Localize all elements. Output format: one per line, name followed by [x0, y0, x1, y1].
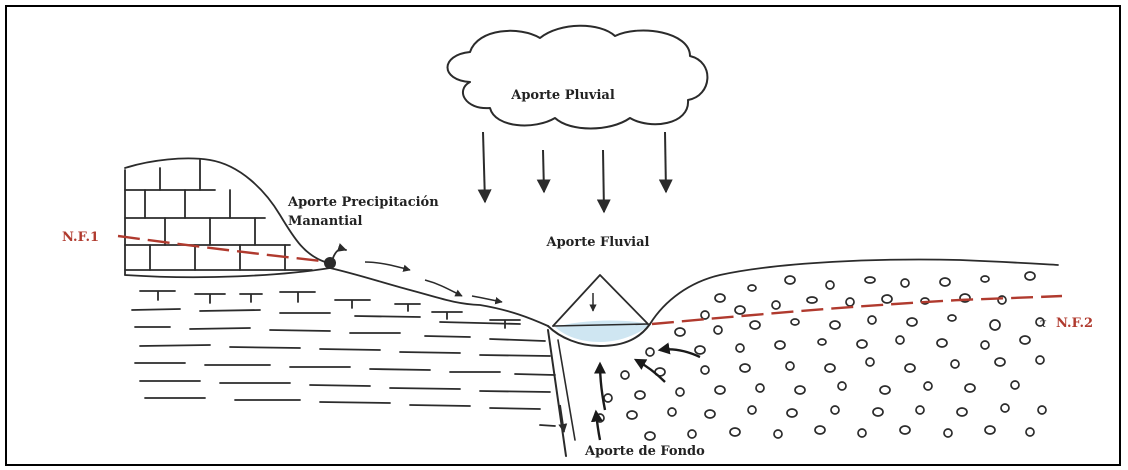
rain-arrows — [483, 132, 666, 212]
fault-line — [548, 330, 566, 456]
rain-arrow — [483, 132, 485, 202]
water-table-2 — [652, 296, 1062, 324]
spring-marker — [324, 249, 346, 269]
rain-arrow — [665, 132, 666, 192]
shale-dashes — [132, 309, 555, 426]
nf2-marker: τ — [1040, 316, 1047, 330]
fault-line-2 — [558, 340, 575, 440]
cloud-shape — [448, 26, 708, 129]
rain-arrow — [603, 150, 604, 212]
rain-arrow — [543, 150, 544, 192]
spring-label-line2: Manantial — [288, 214, 363, 229]
right-ground-surface — [650, 260, 1058, 324]
river-triangle — [553, 275, 648, 326]
groundwater-arrows — [596, 349, 700, 440]
nf2-label: N.F.2 — [1056, 316, 1093, 331]
river-label: Aporte Fluvial — [546, 235, 650, 250]
rain-label: Aporte Pluvial — [510, 88, 615, 103]
gravel-pebbles — [596, 272, 1046, 440]
bottom-label: Aporte de Fondo — [584, 444, 705, 459]
spring-label-line1: Aporte Precipitación — [287, 195, 439, 210]
nf1-label: N.F.1 — [62, 230, 99, 245]
left-ground-surface — [125, 268, 548, 326]
